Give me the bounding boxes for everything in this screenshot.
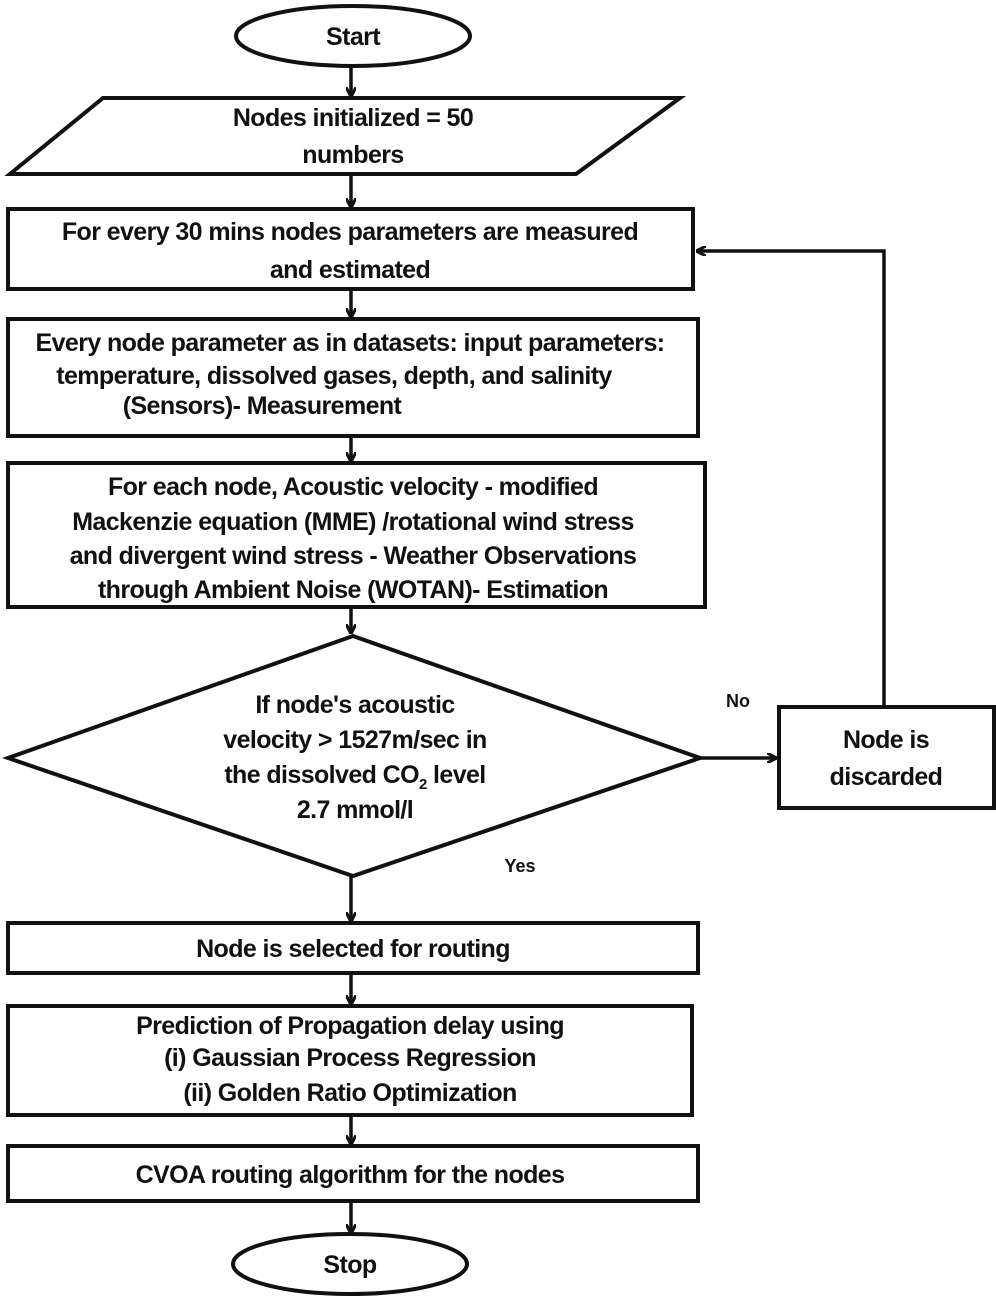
measure-line-2: and estimated — [270, 256, 430, 284]
prediction-line-2: (i) Gaussian Process Regression — [164, 1044, 536, 1072]
selected-label: Node is selected for routing — [196, 935, 510, 963]
stop-terminal: Stop — [231, 1232, 469, 1296]
init-line-1: Nodes initialized = 50 — [233, 104, 473, 132]
arrow-loop-back — [698, 251, 886, 707]
decision-line-2: velocity > 1527m/sec in — [223, 726, 486, 754]
estimate-line-3: and divergent wind stress - Weather Obse… — [70, 542, 637, 570]
start-label: Start — [326, 23, 381, 51]
estimate-line-1: For each node, Acoustic velocity - modif… — [108, 473, 598, 501]
yes-label: Yes — [504, 856, 535, 876]
selected-node: Node is selected for routing — [6, 921, 700, 975]
params-line-3: (Sensors)- Measurement — [123, 392, 403, 420]
params-line-1: Every node parameter as in datasets: inp… — [36, 329, 665, 357]
measure-line-1: For every 30 mins nodes parameters are m… — [62, 218, 638, 246]
init-input-node: Nodes initialized = 50 numbers — [4, 96, 687, 176]
decision-line-3: the dissolved CO2 level — [224, 761, 485, 793]
measure-process-node: For every 30 mins nodes parameters are m… — [6, 207, 695, 291]
prediction-line-1: Prediction of Propagation delay using — [136, 1012, 564, 1040]
estimate-line-2: Mackenzie equation (MME) /rotational win… — [72, 508, 634, 536]
params-process-node: Every node parameter as in datasets: inp… — [6, 317, 700, 438]
discarded-line-2: discarded — [830, 763, 943, 791]
no-label: No — [726, 691, 750, 711]
routing-label: CVOA routing algorithm for the nodes — [136, 1161, 565, 1189]
routing-node: CVOA routing algorithm for the nodes — [6, 1144, 700, 1203]
estimate-process-node: For each node, Acoustic velocity - modif… — [6, 461, 707, 609]
decision-line-4: 2.7 mmol/l — [297, 796, 413, 824]
decision-node: If node's acoustic velocity > 1527m/sec … — [1, 633, 707, 879]
discarded-node: Node is discarded — [777, 705, 996, 810]
estimate-line-4: through Ambient Noise (WOTAN)- Estimatio… — [98, 576, 608, 604]
decision-line-1: If node's acoustic — [255, 691, 455, 719]
discarded-line-1: Node is — [843, 726, 929, 754]
params-line-2: temperature, dissolved gases, depth, and… — [56, 362, 612, 390]
start-terminal: Start — [234, 4, 472, 68]
prediction-node: Prediction of Propagation delay using (i… — [6, 1004, 694, 1117]
init-line-2: numbers — [302, 141, 403, 169]
prediction-line-3: (ii) Golden Ratio Optimization — [183, 1079, 516, 1107]
stop-label: Stop — [323, 1251, 376, 1279]
